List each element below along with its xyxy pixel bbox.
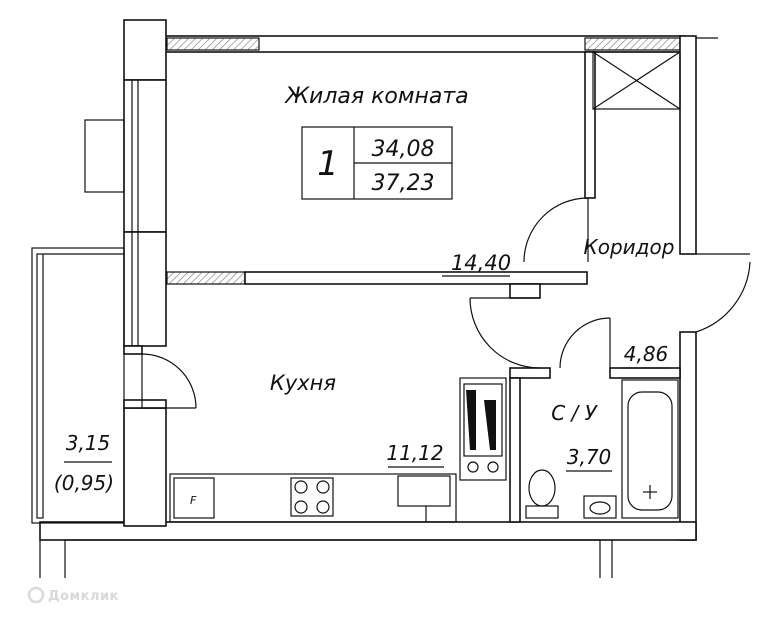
apartment-summary: 1 34,08 37,23: [301, 126, 453, 200]
balcony-door: [141, 353, 197, 409]
right-wall-upper: [679, 35, 697, 255]
bathtub: [621, 379, 679, 519]
kitchen-area: 11,12: [386, 441, 443, 465]
ventilation-shaft: [592, 51, 681, 110]
partition-living-kitchen: [244, 271, 588, 285]
fridge-label: F: [190, 494, 197, 507]
left-wall-lower: [123, 407, 167, 527]
kitchen-counter: [169, 473, 457, 523]
living-right-wall: [584, 51, 596, 199]
bathroom-area: 3,70: [567, 445, 612, 469]
partition-hatch: [166, 271, 246, 285]
bathroom-door: [559, 317, 611, 369]
corridor-name: Коридор: [584, 235, 675, 259]
entrance-door: [695, 253, 751, 333]
watermark: Домклик: [27, 586, 119, 604]
left-wall-top: [123, 19, 167, 81]
living-room-name: Жилая комната: [283, 84, 468, 109]
balcony-outline: [31, 247, 125, 524]
hob: [290, 477, 334, 517]
bathroom-sink: [583, 495, 617, 519]
balcony-area-reduced: (0,95): [54, 471, 114, 495]
radiator: [84, 119, 125, 193]
kitchen-window: [123, 231, 167, 347]
kitchen-name: Кухня: [270, 371, 336, 395]
top-wall-hatch-left: [166, 37, 260, 51]
outer-walls: [31, 19, 718, 578]
watermark-logo-icon: [27, 586, 45, 604]
toilet: [528, 469, 556, 507]
balcony-railing: [36, 253, 44, 519]
kitchen-sink: [397, 475, 451, 507]
top-wall-hatch-right: [584, 37, 681, 51]
living-window: [123, 79, 167, 233]
doors: [141, 197, 751, 409]
rooms-count: 1: [317, 144, 339, 184]
fixtures: F: [169, 377, 679, 523]
living-room-area: 14,40: [451, 251, 511, 275]
room-labels: Жилая комната 14,40 Коридор 4,86 Кухня 1…: [54, 84, 675, 495]
stove: [459, 377, 507, 481]
fridge: [173, 477, 215, 519]
living-area-total: 34,08: [372, 137, 435, 162]
kitchen-door: [469, 297, 541, 369]
bathroom-left-wall: [509, 377, 521, 523]
total-area: 37,23: [372, 171, 435, 196]
balcony-area: 3,15: [66, 431, 111, 455]
right-wall-lower: [679, 331, 697, 541]
corridor-area: 4,86: [624, 342, 669, 366]
bathroom-name: С / У: [551, 401, 598, 425]
living-door: [523, 197, 589, 263]
watermark-text: Домклик: [48, 589, 119, 604]
interior-walls: [123, 51, 681, 523]
